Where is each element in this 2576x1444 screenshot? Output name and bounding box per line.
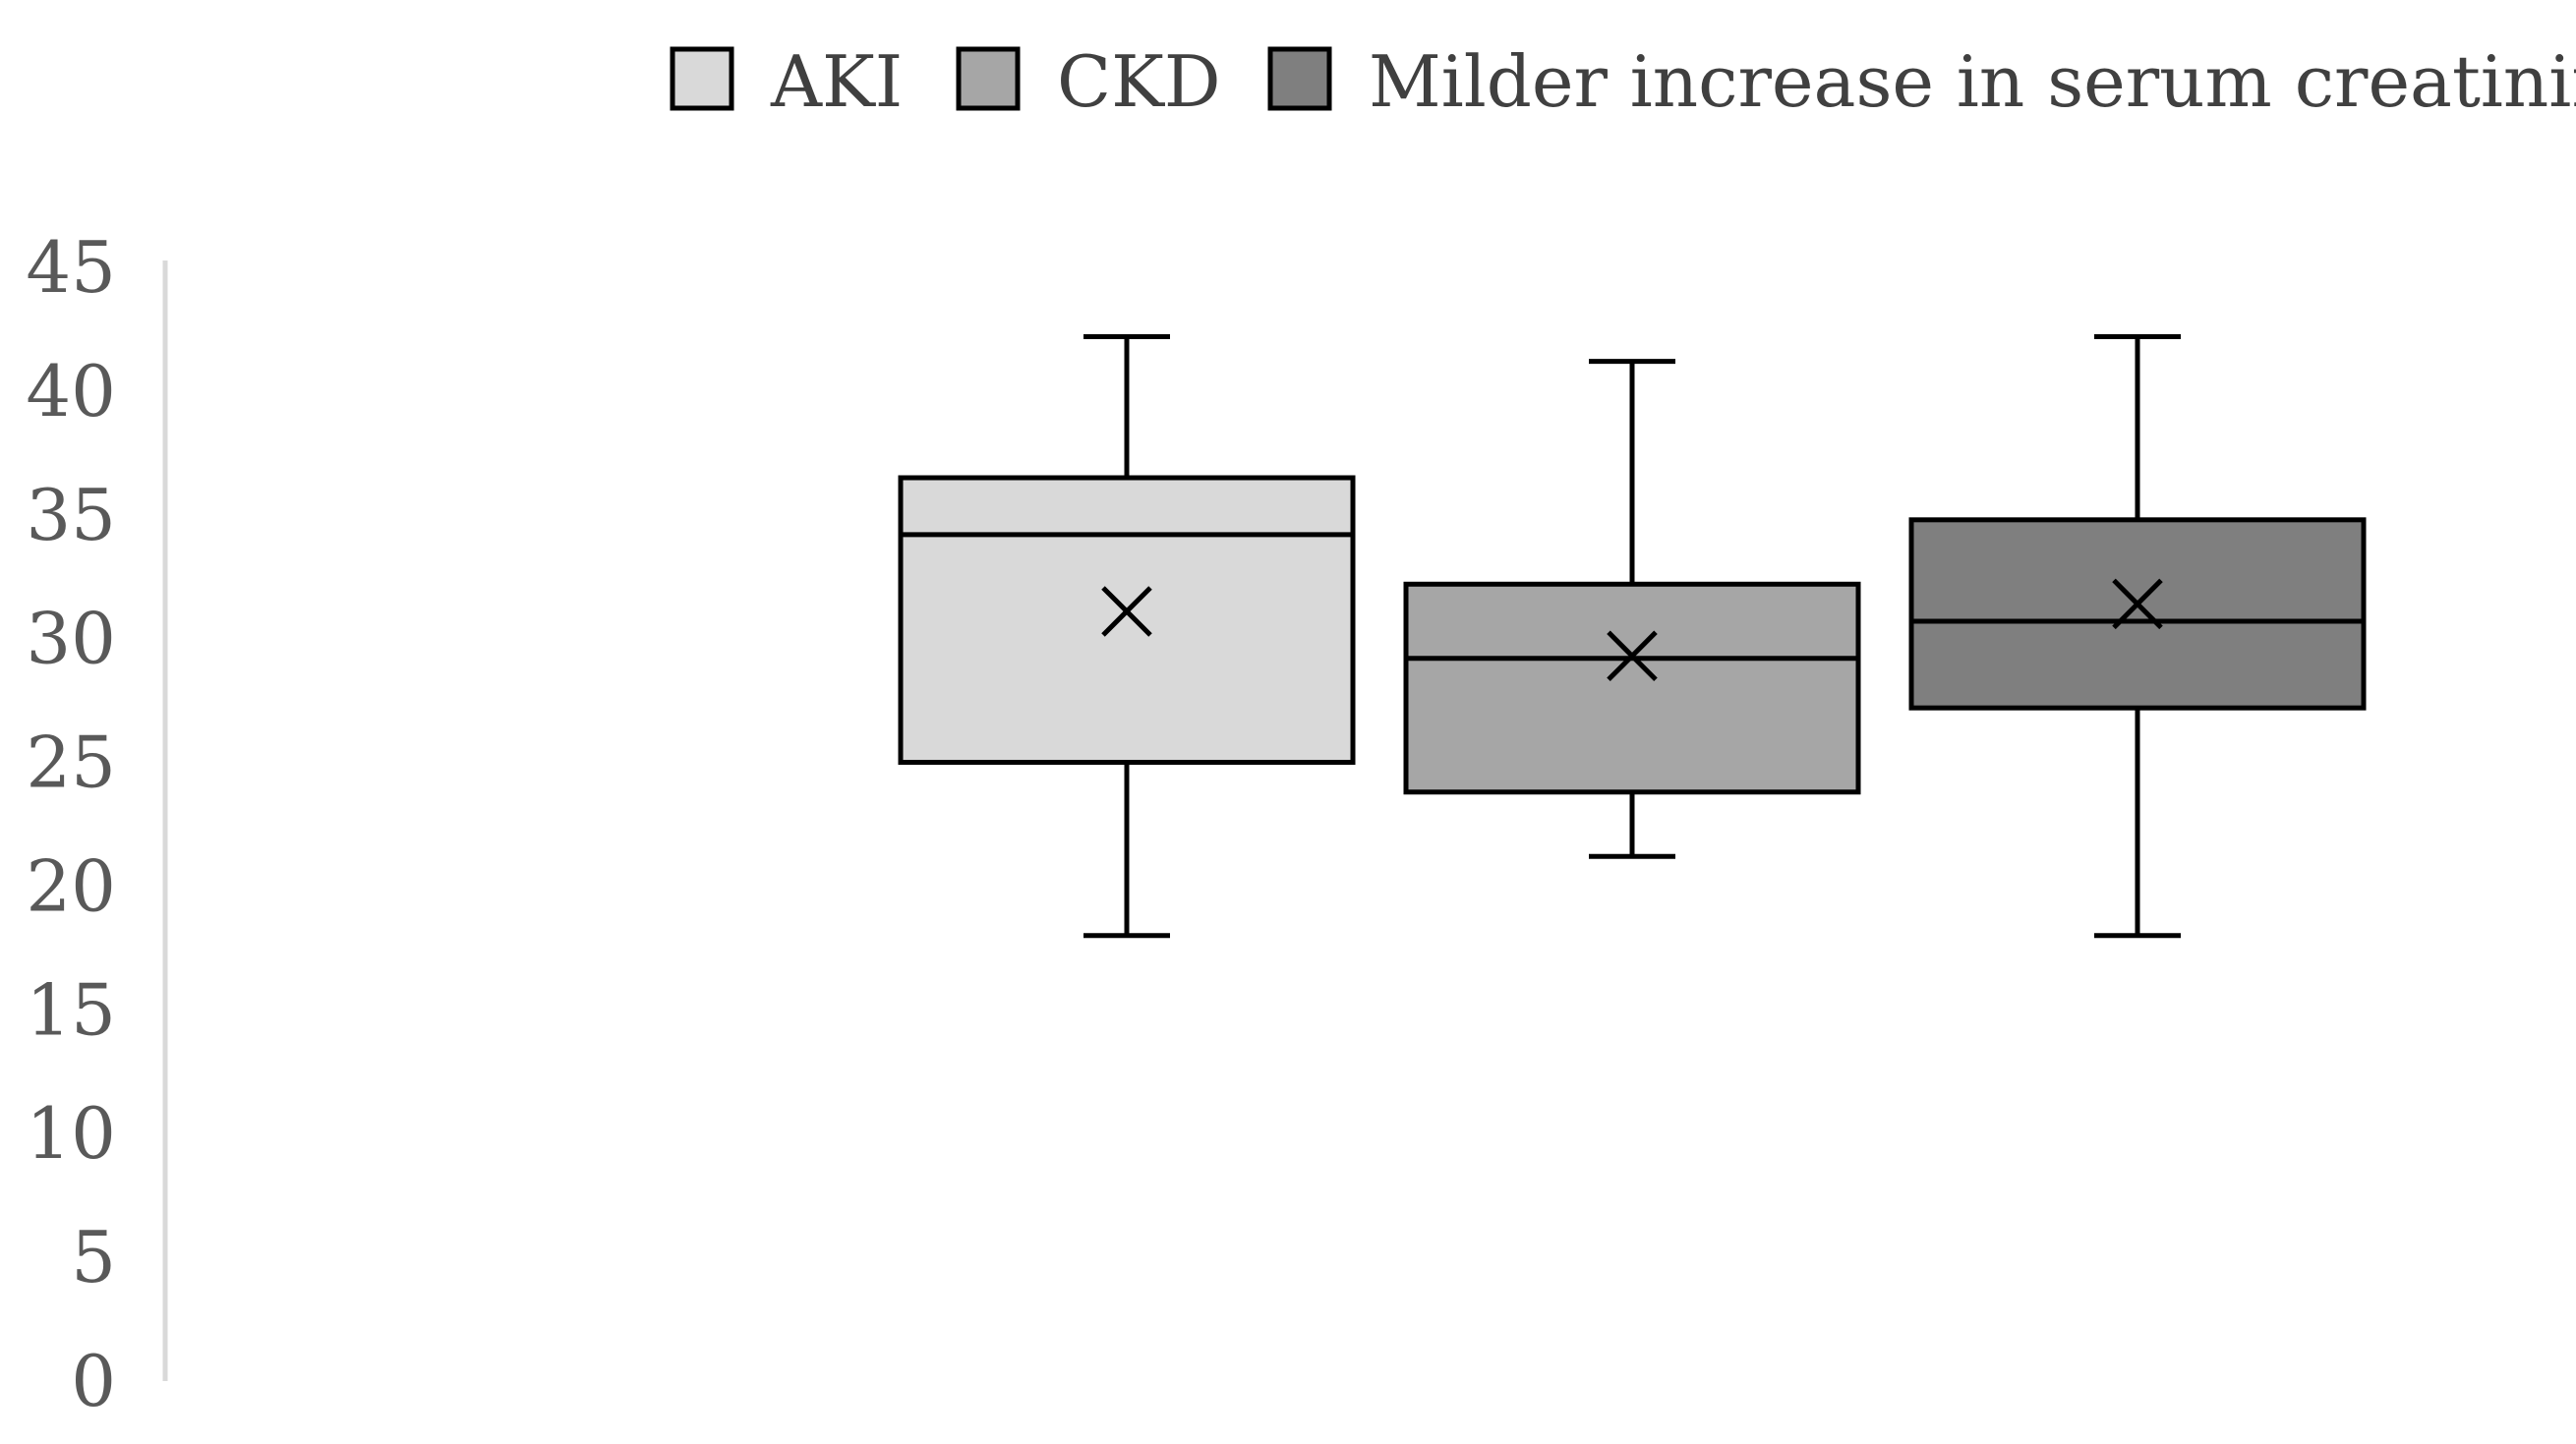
y-tick-label: 35	[26, 474, 116, 556]
mean-marker	[1607, 630, 1658, 682]
mean-stroke	[1101, 586, 1152, 637]
legend-swatch	[1267, 46, 1332, 111]
y-tick-label: 10	[26, 1092, 116, 1175]
y-tick-label: 45	[26, 226, 116, 309]
mean-stroke	[1607, 630, 1658, 682]
y-tick-label: 40	[26, 350, 116, 433]
y-tick-label: 30	[26, 598, 116, 680]
box-3	[1908, 333, 2367, 939]
box-1	[898, 333, 1356, 939]
legend: AKI CKD Milder increase in serum creatinin…	[670, 40, 2576, 123]
iqr-box	[1908, 517, 2367, 711]
mean-stroke	[2112, 578, 2163, 630]
legend-label: AKI	[770, 40, 903, 123]
y-axis-ticks: 0 5 10 15 20 25 30 35 40 45	[26, 226, 116, 1422]
legend-label: CKD	[1057, 40, 1221, 123]
legend-item-2: CKD	[956, 40, 1221, 123]
iqr-box	[898, 475, 1356, 766]
mean-marker	[2112, 578, 2163, 630]
y-tick-label: 20	[26, 844, 116, 927]
iqr-box	[1403, 581, 1861, 795]
mean-marker	[1101, 586, 1152, 637]
box-2	[1403, 359, 1861, 859]
y-tick-label: 0	[71, 1340, 116, 1422]
y-tick-label: 15	[26, 968, 116, 1051]
legend-item-3: Milder increase in serum creatinine	[1267, 40, 2576, 123]
plot-area	[898, 333, 2367, 939]
legend-swatch	[670, 46, 734, 111]
y-tick-label: 5	[71, 1216, 116, 1299]
legend-item-1: AKI	[670, 40, 903, 123]
legend-swatch	[956, 46, 1021, 111]
legend-label: Milder increase in serum creatinine	[1369, 40, 2576, 123]
y-tick-label: 25	[26, 722, 116, 804]
